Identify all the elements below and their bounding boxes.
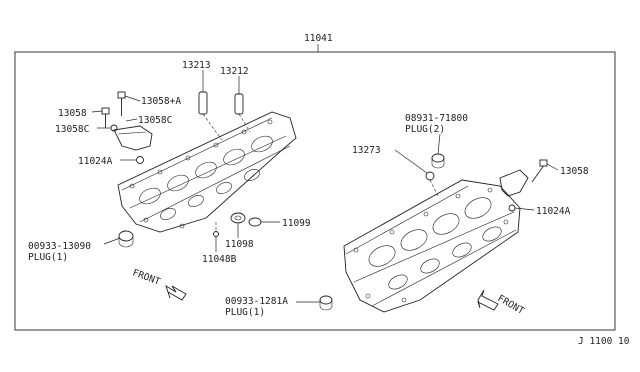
bolt-13058-right	[531, 159, 548, 183]
bolt-13058a	[117, 91, 126, 116]
callout-00933-13090: 00933-13090	[28, 241, 91, 252]
callout-13058c-left: 13058C	[55, 124, 89, 135]
dash-13213	[202, 113, 223, 141]
left-cylinder-head	[117, 111, 297, 233]
bracket-13058-right	[499, 169, 529, 197]
callout-00933-1281a: 00933-1281A	[225, 296, 288, 307]
seal-11099	[248, 217, 262, 227]
dowel-11024a-right	[508, 204, 516, 212]
callout-13213: 13213	[182, 60, 211, 71]
front-arrow-left	[165, 284, 187, 301]
callout-13273: 13273	[352, 145, 381, 156]
right-leaders	[296, 133, 559, 303]
callout-13058c-right: 13058C	[138, 115, 172, 126]
front-arrow-right	[477, 289, 499, 311]
callout-plug1-right: PLUG(1)	[225, 307, 265, 318]
sleeve-13213	[198, 91, 208, 115]
callout-13058a: 13058+A	[141, 96, 181, 107]
sleeve-13212	[234, 93, 244, 115]
bracket-13058c	[113, 125, 153, 151]
plug-08931-71800	[431, 153, 445, 169]
callout-11099: 11099	[282, 218, 311, 229]
callout-plug1-left: PLUG(1)	[28, 252, 68, 263]
diagram-frame	[14, 51, 616, 331]
callout-plug2: PLUG(2)	[405, 124, 445, 135]
plug-11048b	[213, 231, 219, 237]
dash-13212	[238, 113, 251, 133]
callout-11024a-left: 11024A	[78, 156, 113, 167]
plug-00933-1281a	[319, 295, 333, 311]
callout-11024a-right: 11024A	[536, 206, 571, 217]
callout-13058-right: 13058	[560, 166, 589, 177]
plug-00933-13090	[118, 230, 134, 248]
callout-08931-71800: 08931-71800	[405, 113, 468, 124]
bolt-13058-left	[101, 107, 110, 128]
callout-11048b: 11048B	[202, 254, 237, 265]
dowel-11024a-left	[136, 156, 144, 164]
right-cylinder-head	[343, 179, 521, 313]
front-label-right: FRONT	[496, 293, 527, 317]
callout-13058-left: 13058	[58, 108, 87, 119]
seal-11098	[230, 212, 246, 224]
front-label-left: FRONT	[131, 267, 162, 287]
callout-11098: 11098	[225, 239, 254, 250]
assembly-number: 11041	[304, 33, 333, 44]
diagram-code: J 1100 10	[578, 336, 630, 347]
plug-13273	[425, 171, 435, 181]
left-leaders	[91, 70, 280, 252]
callout-13212: 13212	[220, 66, 249, 77]
